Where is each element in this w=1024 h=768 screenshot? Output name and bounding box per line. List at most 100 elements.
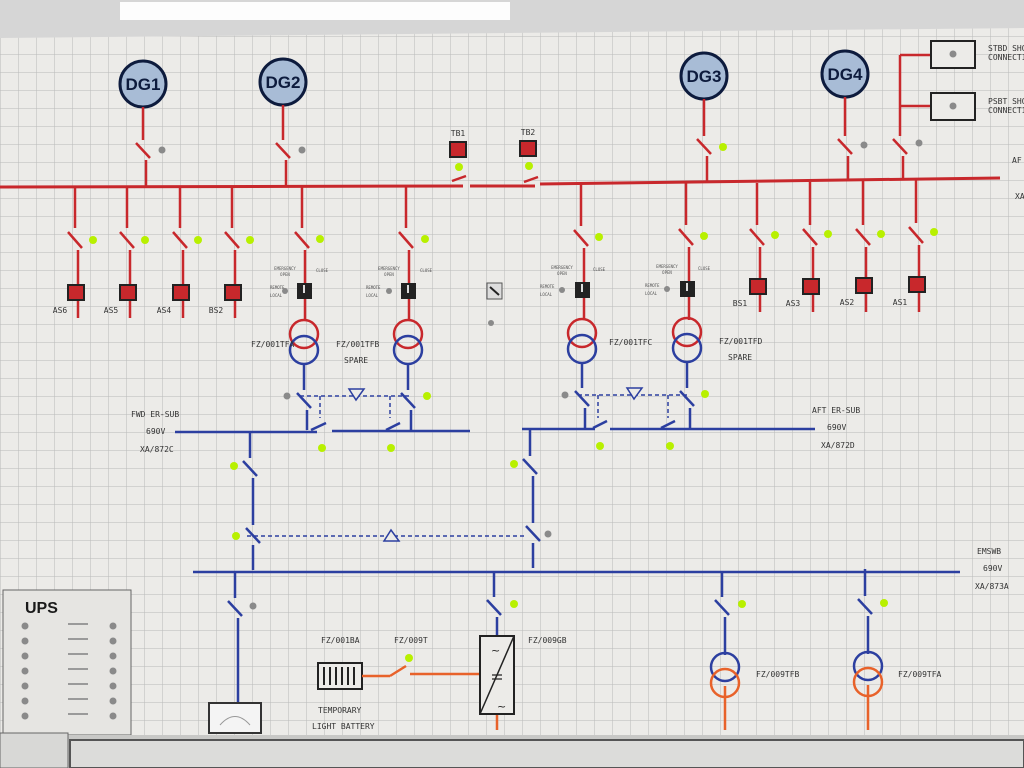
emergency-transformer-a-label: FZ/009TFA: [898, 670, 942, 679]
feeder-label-bs1: BS1: [733, 299, 748, 308]
ctrl-open: OPEN: [280, 272, 290, 277]
generator-dg1[interactable]: DG1: [118, 59, 168, 109]
tie-breaker-label: TB2: [521, 128, 536, 137]
ctrl-emergency: EMERGENCY: [274, 266, 296, 271]
feeder-label-bs2: BS2: [209, 306, 224, 315]
ctrl-close: CLOSE: [316, 268, 329, 273]
ups-row-mark: [68, 668, 88, 670]
ctrl-remote: REMOTE: [366, 285, 381, 290]
ups-lamp: [109, 637, 117, 645]
ups-lamp: [109, 697, 117, 705]
temporary-label: TEMPORARY: [318, 706, 362, 715]
control-switch-tfa[interactable]: EMERGENCY OPEN CLOSE REMOTE LOCAL: [270, 266, 329, 299]
ups-title: UPS: [25, 600, 58, 617]
generator-dg2[interactable]: DG2: [258, 57, 308, 107]
battery-circuit: [362, 664, 870, 730]
aft-sub-code: XA/872D: [821, 441, 855, 450]
feeder-lamps-right: [771, 228, 938, 239]
ctrl-open: OPEN: [557, 271, 567, 276]
ups-lamp: [21, 682, 29, 690]
control-switch-tfd[interactable]: EMERGENCY OPEN CLOSE REMOTE LOCAL: [645, 264, 711, 297]
ctrl-local: LOCAL: [270, 293, 283, 298]
emswb-code: XA/873A: [975, 582, 1009, 591]
ctrl-emergency: EMERGENCY: [378, 266, 400, 271]
battery-label: FZ/001BA: [321, 636, 360, 645]
ups-lamp: [21, 667, 29, 675]
transformer-feeder-lamps: [316, 232, 708, 243]
console-left-edge: [0, 732, 69, 768]
feeder-label-as6: AS6: [53, 306, 68, 315]
generator-label: DG2: [266, 73, 301, 92]
shore-connection-psbt[interactable]: PSBT SHORE CONNECTION: [930, 92, 1024, 121]
ctrl-local: LOCAL: [540, 292, 553, 297]
shore-label-2: CONNECTION: [988, 106, 1024, 115]
ctrl-close: CLOSE: [698, 266, 711, 271]
control-switch-tfc[interactable]: EMERGENCY OPEN CLOSE REMOTE LOCAL: [540, 265, 606, 298]
shore-connection-stbd[interactable]: STBD SHORE CONNECTION: [930, 40, 1024, 69]
generator-label: DG3: [687, 67, 722, 86]
ctrl-remote: REMOTE: [270, 285, 285, 290]
battery-bank[interactable]: [317, 662, 363, 690]
fwd-sub-voltage: 690V: [146, 427, 165, 436]
ctrl-open: OPEN: [384, 272, 394, 277]
control-switch-tie[interactable]: [486, 282, 503, 326]
panel-grid: [0, 28, 1024, 740]
ctrl-local: LOCAL: [366, 293, 379, 298]
control-switch-tfb[interactable]: EMERGENCY OPEN CLOSE REMOTE LOCAL: [366, 266, 433, 299]
ups-row-mark: [68, 698, 88, 700]
transformers-main: [288, 316, 703, 366]
ups-lamp: [109, 712, 117, 720]
ups-lamp: [109, 682, 117, 690]
fwd-sub-name: FWD ER-SUB: [131, 410, 179, 419]
ctrl-open: OPEN: [662, 270, 672, 275]
feeder-breakers-right[interactable]: [749, 276, 926, 295]
shore-label-1: PSBT SHORE: [988, 97, 1024, 106]
battery-charger[interactable]: ~ ~: [479, 635, 515, 715]
light-battery-label: LIGHT BATTERY: [312, 722, 375, 731]
charger-label: FZ/009GB: [528, 636, 567, 645]
feeder-breakers-left[interactable]: [67, 284, 242, 301]
ups-lamp: [109, 667, 117, 675]
emswb-name: EMSWB: [977, 547, 1001, 556]
transformer-feeders-red: [294, 183, 694, 320]
emswb-voltage: 690V: [983, 564, 1002, 573]
tie-breaker-contacts: [451, 174, 539, 184]
tie-breaker-tb2[interactable]: TB2: [519, 128, 537, 170]
tie-breaker-tb1[interactable]: TB1: [449, 129, 467, 171]
busbar-red-right: [539, 176, 1001, 186]
ctrl-close: CLOSE: [593, 267, 606, 272]
shore-label-2: CONNECTION: [988, 53, 1024, 62]
aft-sub-name: AFT ER-SUB: [812, 406, 860, 415]
generator-label: DG1: [126, 75, 161, 94]
transformer-label-tfa: FZ/001TFA: [251, 340, 295, 349]
ups-lamp: [109, 622, 117, 630]
generator-dg3[interactable]: DG3: [679, 51, 729, 101]
interlock-triangles: [347, 387, 644, 542]
console-monitor-edge: [69, 739, 1024, 768]
xa-edge-label: XA: [1015, 192, 1024, 201]
transformer-label-tfb: FZ/001TFB: [336, 340, 380, 349]
shore-label-1: STBD SHORE: [988, 44, 1024, 53]
ctrl-remote: REMOTE: [540, 284, 555, 289]
ctrl-remote: REMOTE: [645, 283, 660, 288]
aft-edge-label: AF: [1012, 156, 1022, 165]
ups-row-mark: [68, 623, 88, 625]
aft-sub-voltage: 690V: [827, 423, 846, 432]
feeder-label-as2: AS2: [840, 298, 855, 307]
ups-panel: UPS: [2, 589, 132, 736]
ups-row-mark: [68, 638, 88, 640]
transformer-spare-tfd: SPARE: [728, 353, 752, 362]
ups-lamp: [21, 652, 29, 660]
transformer-label-tfd: FZ/001TFD: [719, 337, 763, 346]
transformers-emergency: [709, 650, 884, 699]
feeder-label-as4: AS4: [157, 306, 172, 315]
meter-gauge: [208, 702, 262, 734]
ups-status-rows: [21, 622, 117, 720]
fwd-sub-code: XA/872C: [140, 445, 174, 454]
feeder-label-as5: AS5: [104, 306, 119, 315]
ctrl-local: LOCAL: [645, 291, 658, 296]
transformer-label-tfc: FZ/001TFC: [609, 338, 653, 347]
generator-dg4[interactable]: DG4: [820, 49, 870, 99]
generator-breaker-lamps: [158, 139, 923, 154]
